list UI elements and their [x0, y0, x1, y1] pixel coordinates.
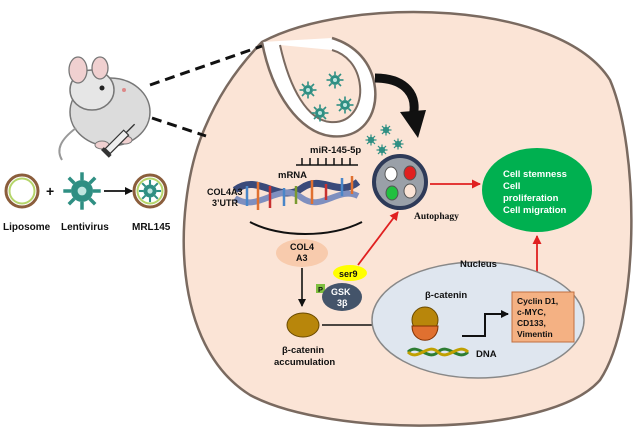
target-gene-1: Cyclin D1,: [517, 296, 558, 306]
bcatenin-dna-complex: [411, 306, 439, 341]
mrl145-icon: [132, 173, 168, 209]
col4a3-label-2: A3: [296, 253, 308, 263]
autophagosome: [372, 154, 428, 210]
plus-sign: +: [46, 183, 54, 199]
mouse-illustration: [58, 56, 151, 161]
bcatenin-accumulation-label-1: β-catenin: [282, 345, 324, 356]
nucleus-label: Nucleus: [460, 259, 497, 270]
mrna-label: mRNA: [278, 170, 307, 181]
col4a3-protein: [276, 239, 328, 267]
gsk3b-protein: [322, 283, 362, 311]
mirna-strand: [296, 158, 358, 166]
dna-label: DNA: [476, 349, 497, 360]
phospho-label: P: [318, 285, 323, 294]
bcatenin-accumulation-label-2: accumulation: [274, 357, 335, 368]
ribosome-arc: [249, 221, 363, 235]
gsk3b-label-1: GSK: [331, 287, 351, 297]
mrl145-label: MRL145: [132, 222, 171, 233]
outcome-line-3: proliferation: [503, 193, 559, 204]
outcome-line-4: Cell migration: [503, 205, 567, 216]
liposome-icon: [4, 173, 40, 209]
outcome-line-1: Cell stemness: [503, 169, 567, 180]
col4a3-utr-label-2: 3’UTR: [212, 198, 239, 208]
col4a3-utr-label-1: COL4A3: [207, 187, 243, 197]
ser9-badge: [333, 265, 367, 281]
target-gene-2: c-MYC,: [517, 307, 546, 317]
target-genes-box: [511, 291, 575, 343]
ser9-label: ser9: [339, 269, 358, 279]
gsk3b-label-2: 3β: [337, 298, 348, 308]
lentivirus-icon: [61, 170, 103, 212]
syringe-icon: [101, 123, 136, 158]
liposome-label: Liposome: [3, 222, 51, 233]
target-gene-4: Vimentin: [517, 329, 553, 339]
lentivirus-label: Lentivirus: [61, 222, 109, 233]
target-gene-3: CD133,: [517, 318, 546, 328]
nucleus: [371, 261, 585, 379]
autophagy-label: Autophagy: [414, 212, 459, 222]
outcome-ellipse: [482, 148, 592, 232]
bcatenin-nucleus-label: β-catenin: [425, 290, 467, 301]
outcome-line-2: Cell: [503, 181, 520, 192]
projection-line-bottom: [151, 116, 207, 138]
phospho-badge: [316, 284, 325, 293]
ser9-to-autophagy-arrow: [357, 211, 399, 266]
dna-helix: [406, 347, 470, 357]
mrna-ribbon: [232, 176, 361, 210]
projection-line-top: [149, 44, 263, 87]
transcription-arrow: [462, 310, 509, 337]
bcatenin-blob: [286, 312, 320, 338]
mir-label: miR-145-5p: [310, 145, 361, 156]
col4a3-label-1: COL4: [290, 242, 314, 252]
